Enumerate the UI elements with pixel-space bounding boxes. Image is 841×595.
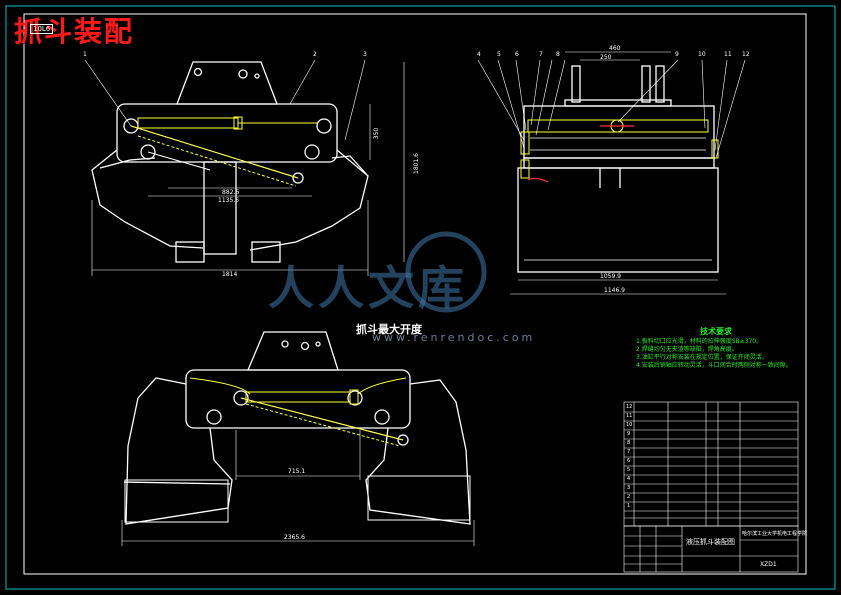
side-red-marks bbox=[527, 125, 634, 183]
bom-row-no: 9 bbox=[627, 431, 631, 437]
balloon-8: 8 bbox=[556, 51, 560, 58]
dim-front-pin-span: 882.6 bbox=[222, 189, 240, 196]
open-hydraulic-cylinder bbox=[189, 377, 407, 447]
dim-side-top-inner: 250 bbox=[600, 54, 612, 61]
bom-row-no: 6 bbox=[627, 458, 631, 464]
tech-req-item: 2.焊缝均匀无夹渣等缺陷，焊角高度。 bbox=[636, 346, 738, 353]
dim-side-top-outer: 460 bbox=[609, 45, 621, 52]
bom-row-no: 7 bbox=[627, 449, 631, 455]
bom-table bbox=[623, 401, 799, 527]
balloon-11: 11 bbox=[724, 51, 732, 58]
dim-side-inner: 1059.9 bbox=[600, 273, 621, 280]
outer-frame bbox=[5, 5, 836, 590]
side-hydraulic-parts bbox=[520, 119, 719, 179]
dim-front-top: 350 bbox=[373, 127, 381, 140]
watermark-logo bbox=[405, 231, 487, 313]
bom-row-no: 1 bbox=[627, 503, 631, 509]
drawing-border bbox=[23, 13, 807, 575]
watermark-brand: 人人文库 bbox=[268, 261, 468, 315]
tech-req-item: 4.安装后销轴应转动灵活，斗口闭合时两侧对称一致间隙。 bbox=[636, 362, 792, 369]
front-view bbox=[91, 61, 369, 263]
side-dimensions bbox=[477, 51, 746, 295]
tech-req-item: 1.板料切口应光滑，材料的拉伸强度SB≥370。 bbox=[636, 338, 763, 345]
dim-side-outer: 1146.9 bbox=[604, 287, 625, 294]
balloon-12: 12 bbox=[742, 51, 750, 58]
balloon-6: 6 bbox=[515, 51, 519, 58]
technical-requirements: 技术要求 1.板料切口应光滑，材料的拉伸强度SB≥370。 2.焊缝均匀无夹渣等… bbox=[636, 328, 826, 370]
front-dimensions bbox=[84, 59, 405, 276]
side-view bbox=[517, 65, 719, 273]
tech-req-item: 3.油缸平行对称安装在规定位置，保证开闭灵活。 bbox=[636, 354, 768, 361]
bom-row-no: 11 bbox=[626, 413, 633, 419]
bom-row-no: 3 bbox=[627, 485, 631, 491]
watermark-url: www.renrendoc.com bbox=[372, 331, 536, 344]
balloon-4: 4 bbox=[477, 51, 481, 58]
balloon-5: 5 bbox=[497, 51, 501, 58]
bom-row-no: 8 bbox=[627, 440, 631, 446]
balloon-2: 2 bbox=[313, 51, 317, 58]
bom-row-no: 4 bbox=[627, 476, 631, 482]
dim-front-inner: 1135.6 bbox=[218, 197, 239, 204]
dim-front-width: 1814 bbox=[222, 271, 238, 278]
open-view bbox=[123, 331, 471, 525]
title-block-drawing-name: 液压抓斗装配图 bbox=[686, 538, 735, 546]
balloon-7: 7 bbox=[539, 51, 543, 58]
drawing-code: 10L6 bbox=[30, 24, 54, 34]
balloon-1: 1 bbox=[83, 51, 87, 58]
drawing-title: 抓斗装配 bbox=[14, 15, 135, 48]
balloon-10: 10 bbox=[698, 51, 706, 58]
title-block bbox=[623, 525, 799, 573]
dim-open-inner: 715.1 bbox=[288, 468, 306, 475]
balloon-9: 9 bbox=[675, 51, 679, 58]
max-opening-subtitle: 抓斗最大开度 bbox=[356, 323, 422, 336]
bom-row-no: 10 bbox=[626, 422, 633, 428]
technical-requirements-heading: 技术要求 bbox=[700, 327, 732, 336]
title-block-school: 哈尔滨工业大学机电工程学院 bbox=[742, 531, 808, 537]
dim-front-height: 1801.6 bbox=[413, 153, 420, 174]
bom-row-no: 5 bbox=[627, 467, 631, 473]
open-dimensions bbox=[121, 430, 475, 546]
bom-row-no: 12 bbox=[626, 404, 633, 410]
title-block-code: XZD1 bbox=[760, 561, 777, 568]
front-hydraulic-cylinder bbox=[130, 116, 318, 187]
dim-open-width: 2365.6 bbox=[284, 534, 305, 541]
bom-row-no: 2 bbox=[627, 494, 631, 500]
balloon-3: 3 bbox=[363, 51, 367, 58]
